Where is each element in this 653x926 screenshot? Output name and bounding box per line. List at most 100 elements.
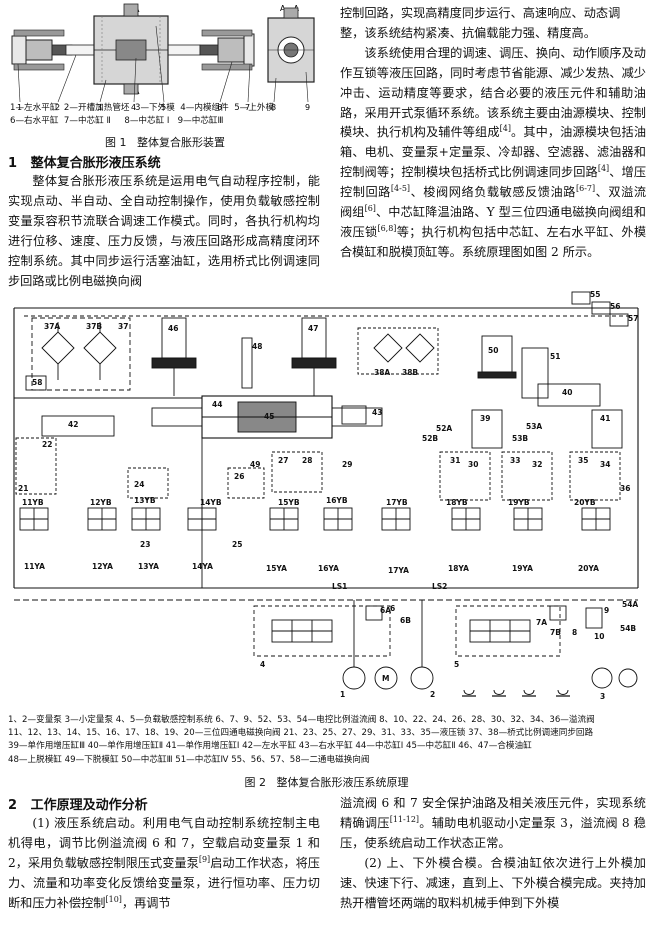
label-58: 58 bbox=[32, 378, 43, 387]
schematic-labels: 37A 37B 37 46 47 48 58 42 44 45 43 22 21… bbox=[2, 288, 650, 708]
label-31: 31 bbox=[450, 456, 461, 465]
label-15yb: 15YB bbox=[278, 498, 300, 507]
label-35: 35 bbox=[578, 456, 589, 465]
label-16ya: 16YA bbox=[318, 564, 339, 573]
part-number-7: 7 bbox=[245, 103, 250, 112]
label-42: 42 bbox=[68, 420, 79, 429]
label-29: 29 bbox=[342, 460, 353, 469]
label-ls2: LS2 bbox=[432, 582, 448, 591]
section-2-left: (1) 液压系统启动。利用电气自动控制系统控制主电机得电，调节比例溢流阀 6 和… bbox=[8, 814, 320, 914]
label-motor: M bbox=[382, 674, 390, 683]
label-12ya: 12YA bbox=[92, 562, 113, 571]
label-38b: 38B bbox=[402, 368, 419, 377]
label-52a: 52A bbox=[436, 424, 453, 433]
label-46: 46 bbox=[168, 324, 179, 333]
section-2-title: 2 工作原理及动作分析 bbox=[8, 798, 148, 813]
label-30: 30 bbox=[468, 460, 479, 469]
label-32: 32 bbox=[532, 460, 543, 469]
label-11yb: 11YB bbox=[22, 498, 44, 507]
part-number-3: 3 bbox=[97, 103, 102, 112]
label-55: 55 bbox=[590, 290, 601, 299]
label-56: 56 bbox=[610, 302, 621, 311]
label-9: 9 bbox=[604, 606, 610, 615]
part-number-9: 9 bbox=[305, 103, 310, 112]
label-49: 49 bbox=[250, 460, 261, 469]
label-13yb: 13YB bbox=[134, 496, 156, 505]
label-27: 27 bbox=[278, 456, 289, 465]
label-52b: 52B bbox=[422, 434, 439, 443]
figure-2-legend-line-4: 48—上脱模缸 49—下脱模缸 50—中芯缸Ⅲ 51—中芯缸Ⅳ 55、56、57… bbox=[8, 754, 370, 765]
label-11ya: 11YA bbox=[24, 562, 45, 571]
label-8: 8 bbox=[572, 628, 578, 637]
label-20ya: 20YA bbox=[578, 564, 599, 573]
label-26: 26 bbox=[234, 472, 245, 481]
label-40: 40 bbox=[562, 388, 573, 397]
label-6b: 6B bbox=[400, 616, 411, 625]
label-7a: 7A bbox=[536, 618, 548, 627]
label-13ya: 13YA bbox=[138, 562, 159, 571]
part-number-4: 4 bbox=[131, 103, 136, 112]
label-12yb: 12YB bbox=[90, 498, 112, 507]
label-41: 41 bbox=[600, 414, 611, 423]
label-43: 43 bbox=[372, 408, 383, 417]
hydraulic-schematic bbox=[13, 291, 639, 697]
label-20yb: 20YB bbox=[574, 498, 596, 507]
label-16yb: 16YB bbox=[326, 496, 348, 505]
label-14ya: 14YA bbox=[192, 562, 213, 571]
part-number-5: 5 bbox=[161, 103, 166, 112]
label-22: 22 bbox=[42, 440, 53, 449]
label-44: 44 bbox=[212, 400, 223, 409]
label-19yb: 19YB bbox=[508, 498, 530, 507]
label-ls1: LS1 bbox=[332, 582, 348, 591]
label-15ya: 15YA bbox=[266, 564, 287, 573]
label-36: 36 bbox=[620, 484, 631, 493]
label-10: 10 bbox=[594, 632, 605, 641]
label-28: 28 bbox=[302, 456, 313, 465]
label-54a: 54A bbox=[622, 600, 639, 609]
label-57: 57 bbox=[628, 314, 639, 323]
label-2: 2 bbox=[430, 690, 436, 699]
right-line-2: 整，该系统结构紧凑、抗偏载能力强、精度高。 bbox=[340, 25, 596, 40]
label-53a: 53A bbox=[526, 422, 543, 431]
label-17yb: 17YB bbox=[386, 498, 408, 507]
label-4: 4 bbox=[260, 660, 266, 669]
right-paragraph-2: 该系统使用合理的调速、调压、换向、动作顺序及动作互锁等液压回路，同时考虑节省能源… bbox=[340, 45, 647, 259]
section-2-right: 溢流阀 6 和 7 安全保护油路及相关液压元件，实现系统精确调压[11-12]。… bbox=[340, 794, 646, 913]
label-1: 1 bbox=[340, 690, 346, 699]
label-14yb: 14YB bbox=[200, 498, 222, 507]
label-6: 6 bbox=[390, 604, 396, 613]
section-2-paragraph-2: (2) 上、下外模合模。合模油缸依次进行上外模加速、快速下行、减速，直到上、下外… bbox=[340, 855, 646, 910]
label-18ya: 18YA bbox=[448, 564, 469, 573]
right-line-1: 控制回路，实现高精度同步运行、高速响应、动态调 bbox=[340, 6, 621, 20]
figure-2-legend-line-3: 39—单作用增压缸Ⅲ 40—单作用增压缸Ⅱ 41—单作用增压缸Ⅰ 42—左水平缸… bbox=[8, 741, 532, 752]
label-3: 3 bbox=[600, 692, 606, 701]
label-5: 5 bbox=[454, 660, 460, 669]
label-24: 24 bbox=[134, 480, 145, 489]
label-37: 37 bbox=[118, 322, 129, 331]
part-number-1: 1 bbox=[17, 103, 22, 112]
label-19ya: 19YA bbox=[512, 564, 533, 573]
label-21: 21 bbox=[18, 484, 29, 493]
figure-1-parts-line-1: 1—左水平缸 2—开槽加热管坯 3—下外模 4—内模组件 5—上外模 bbox=[10, 103, 275, 113]
label-23: 23 bbox=[140, 540, 151, 549]
label-33: 33 bbox=[510, 456, 521, 465]
label-34: 34 bbox=[600, 460, 611, 469]
label-37a: 37A bbox=[44, 322, 61, 331]
label-53b: 53B bbox=[512, 434, 529, 443]
part-number-8: 8 bbox=[271, 103, 276, 112]
label-50: 50 bbox=[488, 346, 499, 355]
label-48: 48 bbox=[252, 342, 263, 351]
label-47: 47 bbox=[308, 324, 319, 333]
figure-1-drawing: A A A—A bbox=[11, 3, 315, 112]
label-54b: 54B bbox=[620, 624, 637, 633]
label-18yb: 18YB bbox=[446, 498, 468, 507]
figure-2-caption: 图 2 整体复合胀形液压系统原理 bbox=[244, 776, 409, 789]
section-1-body: 整体复合胀形液压系统是运用电气自动程序控制，能实现点动、半自动、全自动控制操作，… bbox=[8, 172, 320, 291]
label-17ya: 17YA bbox=[388, 566, 409, 575]
label-38a: 38A bbox=[374, 368, 391, 377]
section-1-title: 1 整体复合胀形液压系统 bbox=[8, 156, 161, 171]
label-39: 39 bbox=[480, 414, 491, 423]
label-45: 45 bbox=[264, 412, 275, 421]
figure-2-legend-line-1: 1、2—变量泵 3—小定量泵 4、5—负载敏感控制系统 6、7、9、52、53、… bbox=[8, 715, 595, 725]
label-6a: 6A bbox=[380, 606, 392, 615]
